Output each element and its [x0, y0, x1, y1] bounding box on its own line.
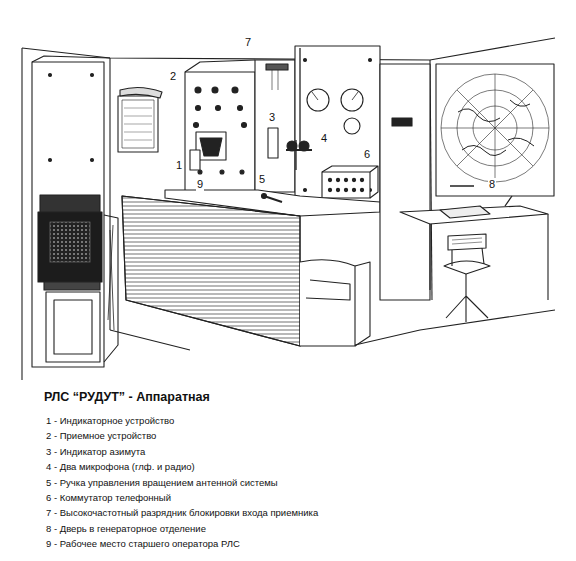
callout-number: 5	[258, 173, 266, 186]
legend-line: 7 - Высокочастотный разрядник блокировки…	[46, 508, 318, 519]
callout-number: 6	[363, 148, 371, 161]
legend-line: 6 - Коммутатор телефонный	[46, 493, 171, 504]
legend-line: 3 - Индикатор азимута	[46, 447, 145, 458]
legend-line: 2 - Приемное устройство	[46, 431, 156, 442]
callout-number: 8	[488, 178, 496, 191]
callout-number: 1	[175, 159, 183, 172]
callout-number: 4	[320, 132, 328, 145]
diagram-title: РЛС “РУДУТ” - Аппаратная	[44, 390, 210, 404]
callout-number: 9	[196, 178, 204, 191]
callout-number: 7	[244, 36, 252, 49]
legend-line: 8 - Дверь в генераторное отделение	[46, 524, 206, 535]
legend-line: 4 - Два микрофона (глф. и радио)	[46, 462, 195, 473]
legend-line: 5 - Ручка управления вращением антенной …	[46, 478, 278, 489]
legend-line: 1 - Индикаторное устройство	[46, 416, 174, 427]
legend-line: 9 - Рабочее место старшего оператора РЛС	[46, 539, 240, 550]
callout-number: 2	[169, 70, 177, 83]
callout-number: 3	[268, 111, 276, 124]
